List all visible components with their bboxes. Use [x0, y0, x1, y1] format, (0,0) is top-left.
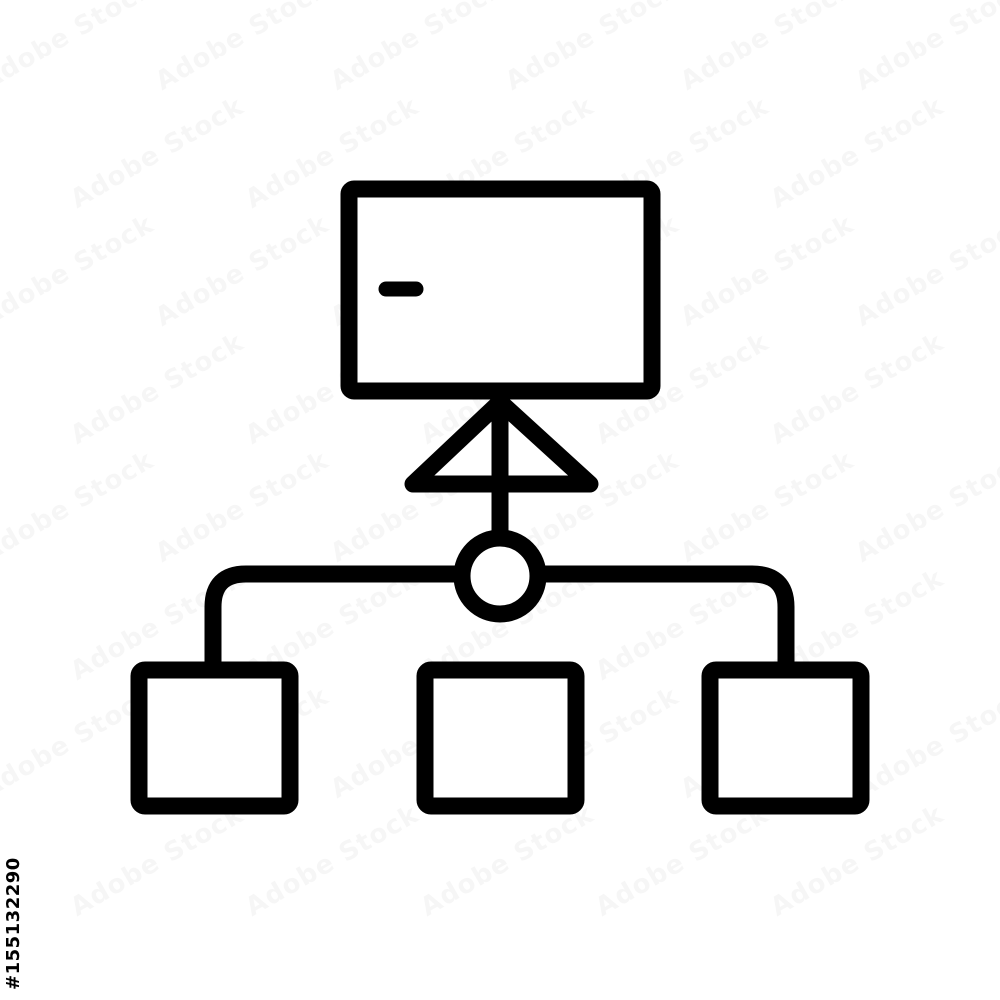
monitor-shape [340, 180, 661, 400]
child-box-left [130, 661, 299, 815]
child-box-right [701, 661, 870, 815]
tripod-stand [404, 393, 599, 549]
stock-id-label: #155132290 [3, 857, 24, 990]
hub-node [453, 529, 547, 623]
child-box-center [416, 661, 585, 815]
connector-lines [204, 565, 795, 677]
